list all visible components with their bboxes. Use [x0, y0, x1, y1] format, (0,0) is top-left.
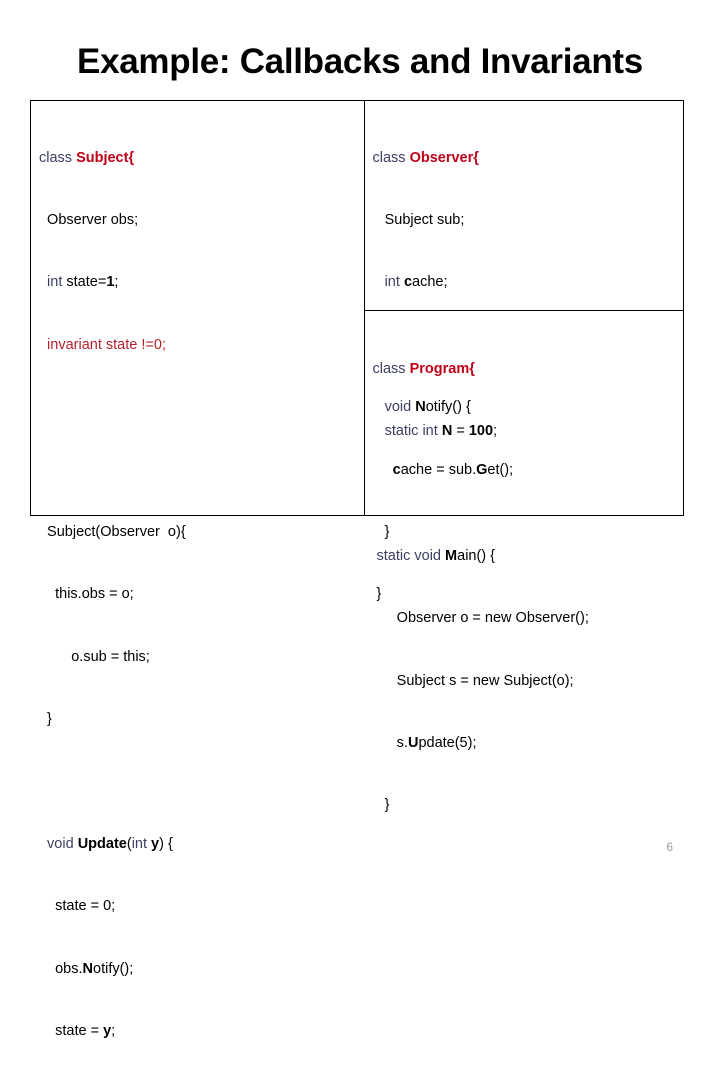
- code-line: int cache;: [372, 274, 448, 291]
- code-line-blank: [373, 483, 684, 504]
- code-line: Subject s = new Subject(o);: [372, 672, 574, 689]
- code-line-blank: [39, 460, 364, 481]
- code-line: state = 0;: [39, 898, 116, 915]
- code-cell-subject: class Subject{ Observer obs; int state=1…: [31, 101, 365, 1039]
- code-line: Subject(Observer o){: [39, 523, 186, 540]
- page-number: 6: [666, 839, 673, 854]
- code-line: }: [39, 711, 52, 728]
- code-block-program: class Program{ static int N = 100; stati…: [373, 317, 684, 858]
- code-block-observer: class Observer{ Subject sub; int cache; …: [373, 106, 684, 647]
- code-cell-observer: class Observer{ Subject sub; int cache; …: [364, 101, 683, 602]
- code-line: class Subject{: [39, 149, 135, 166]
- code-line-blank: [39, 772, 364, 793]
- code-block-subject: class Subject{ Observer obs; int state=1…: [39, 106, 364, 1080]
- code-line: void Notify() {: [372, 399, 471, 416]
- code-line: class Program{: [372, 360, 475, 377]
- code-line: s.Update(5);: [372, 734, 477, 751]
- code-line: this.obs = o;: [39, 586, 134, 603]
- code-line: Observer obs;: [39, 211, 139, 228]
- code-line: static void Main() {: [372, 547, 496, 564]
- code-line: cache = sub.Get();: [392, 461, 514, 478]
- code-line: invariant state !=0;: [39, 336, 166, 353]
- code-line: Subject sub;: [372, 211, 465, 228]
- code-line: class Observer{: [372, 149, 479, 166]
- code-line: }: [372, 523, 390, 540]
- code-line-blank: [39, 397, 364, 418]
- code-line: obs.Notify();: [39, 960, 134, 977]
- code-line: }: [372, 797, 390, 814]
- code-table: class Subject{ Observer obs; int state=1…: [30, 100, 684, 1039]
- code-column-right: class Observer{ Subject sub; int cache; …: [364, 101, 683, 854]
- code-line: Observer o = new Observer();: [372, 610, 589, 627]
- code-line: static int N = 100;: [372, 422, 498, 439]
- code-line: void Update(int y) {: [39, 835, 173, 852]
- code-line: state = y;: [39, 1023, 116, 1040]
- code-cell-program: class Program{ static int N = 100; stati…: [365, 311, 684, 858]
- code-line: int state=1;: [39, 274, 119, 291]
- page-title: Example: Callbacks and Invariants: [77, 42, 643, 81]
- code-line: o.sub = this;: [39, 648, 150, 665]
